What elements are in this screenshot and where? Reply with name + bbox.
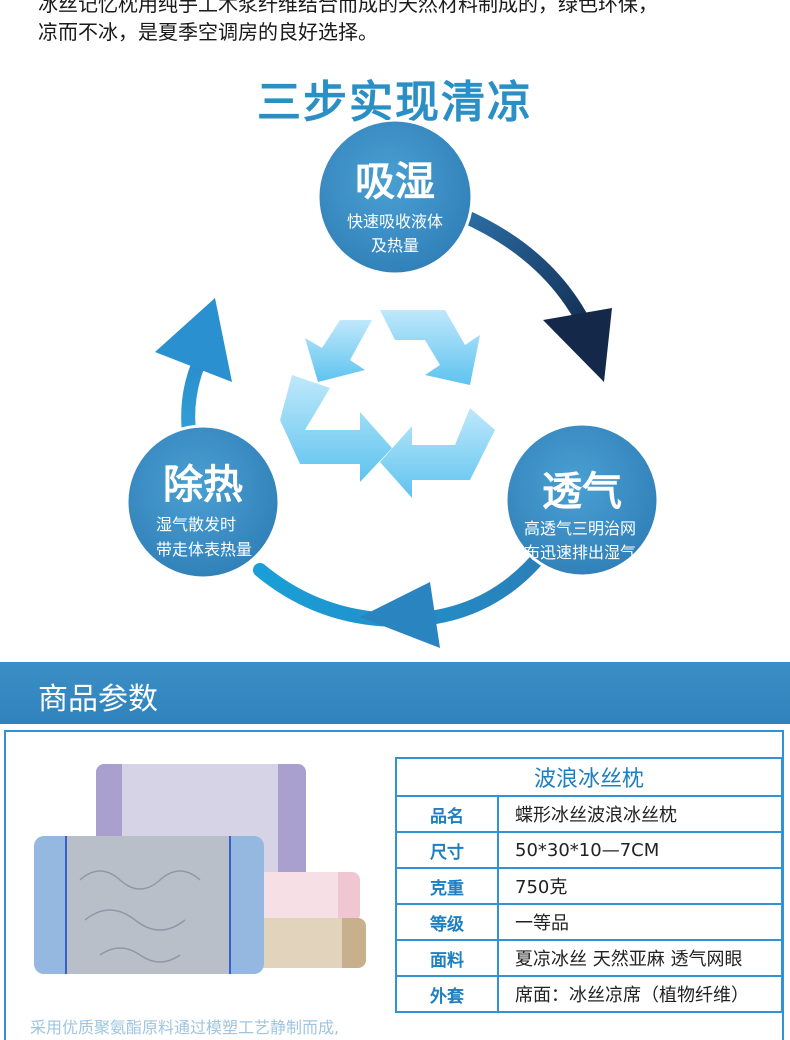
spec-value: 夏凉冰丝 天然亚麻 透气网眼 bbox=[497, 939, 783, 977]
cooling-cycle-diagram: 吸湿 快速吸收液体 及热量 透气 高透气三明治网 布迅速排出湿气 除热 湿气散发… bbox=[125, 120, 660, 648]
table-row: 外套 席面：冰丝凉席（植物纤维） bbox=[395, 975, 783, 1013]
spec-key: 等级 bbox=[395, 903, 499, 941]
section-banner: 商品参数 bbox=[0, 662, 790, 724]
intro-line-1: 冰丝记忆枕用纯手工木浆纤维结合而成的天然材料制成的，绿色环保， bbox=[38, 0, 658, 16]
step-desc1-breathe: 高透气三明治网 bbox=[524, 519, 636, 538]
spec-table: 波浪冰丝枕 品名 蝶形冰丝波浪冰丝枕 尺寸 50*30*10—7CM 克重 75… bbox=[395, 757, 783, 1013]
spec-value: 一等品 bbox=[497, 903, 783, 941]
table-row: 等级 一等品 bbox=[395, 903, 783, 941]
table-row: 品名 蝶形冰丝波浪冰丝枕 bbox=[395, 795, 783, 833]
table-row: 面料 夏凉冰丝 天然亚麻 透气网眼 bbox=[395, 939, 783, 977]
spec-key: 品名 bbox=[395, 795, 499, 833]
table-row: 克重 750克 bbox=[395, 867, 783, 905]
product-caption: 采用优质聚氨酯原料通过模塑工艺静制而成, bbox=[30, 1018, 340, 1037]
step-node-cool: 除热 湿气散发时 带走体表热量 bbox=[125, 424, 281, 580]
arrow-head-bottom bbox=[360, 582, 440, 648]
product-panel bbox=[4, 730, 784, 1040]
step-desc2-cool: 带走体表热量 bbox=[156, 540, 252, 559]
step-title-absorb: 吸湿 bbox=[355, 159, 435, 205]
spec-key: 克重 bbox=[395, 867, 499, 905]
step-title-cool: 除热 bbox=[163, 462, 243, 508]
table-row: 尺寸 50*30*10—7CM bbox=[395, 831, 783, 869]
product-photo bbox=[34, 764, 366, 974]
step-desc2-absorb: 及热量 bbox=[371, 236, 419, 255]
spec-value: 蝶形冰丝波浪冰丝枕 bbox=[497, 795, 783, 833]
step-circle-cool bbox=[125, 424, 281, 580]
arrow-head-right bbox=[543, 308, 612, 382]
spec-key: 外套 bbox=[395, 975, 499, 1013]
spec-value: 750克 bbox=[497, 867, 783, 905]
intro-line-2: 凉而不冰，是夏季空调房的良好选择。 bbox=[38, 20, 378, 44]
spec-key: 尺寸 bbox=[395, 831, 499, 869]
step-desc1-absorb: 快速吸收液体 bbox=[347, 212, 443, 231]
spec-table-title: 波浪冰丝枕 bbox=[395, 757, 783, 797]
spec-value: 席面：冰丝凉席（植物纤维） bbox=[497, 975, 783, 1013]
step-circle-absorb bbox=[316, 120, 474, 276]
arrow-head-left bbox=[155, 298, 232, 382]
step-circle-breathe bbox=[504, 422, 660, 578]
step-node-absorb: 吸湿 快速吸收液体 及热量 bbox=[316, 120, 474, 276]
recycle-icon bbox=[280, 310, 495, 498]
step-title-breathe: 透气 bbox=[542, 469, 622, 515]
section-title: 商品参数 bbox=[38, 682, 158, 717]
spec-key: 面料 bbox=[395, 939, 499, 977]
intro-text: 冰丝记忆枕用纯手工木浆纤维结合而成的天然材料制成的，绿色环保， 凉而不冰，是夏季… bbox=[38, 0, 778, 46]
spec-value: 50*30*10—7CM bbox=[497, 831, 783, 869]
step-desc1-cool: 湿气散发时 bbox=[156, 515, 236, 534]
step-node-breathe: 透气 高透气三明治网 布迅速排出湿气 bbox=[504, 422, 660, 578]
step-desc2-breathe: 布迅速排出湿气 bbox=[524, 543, 636, 562]
